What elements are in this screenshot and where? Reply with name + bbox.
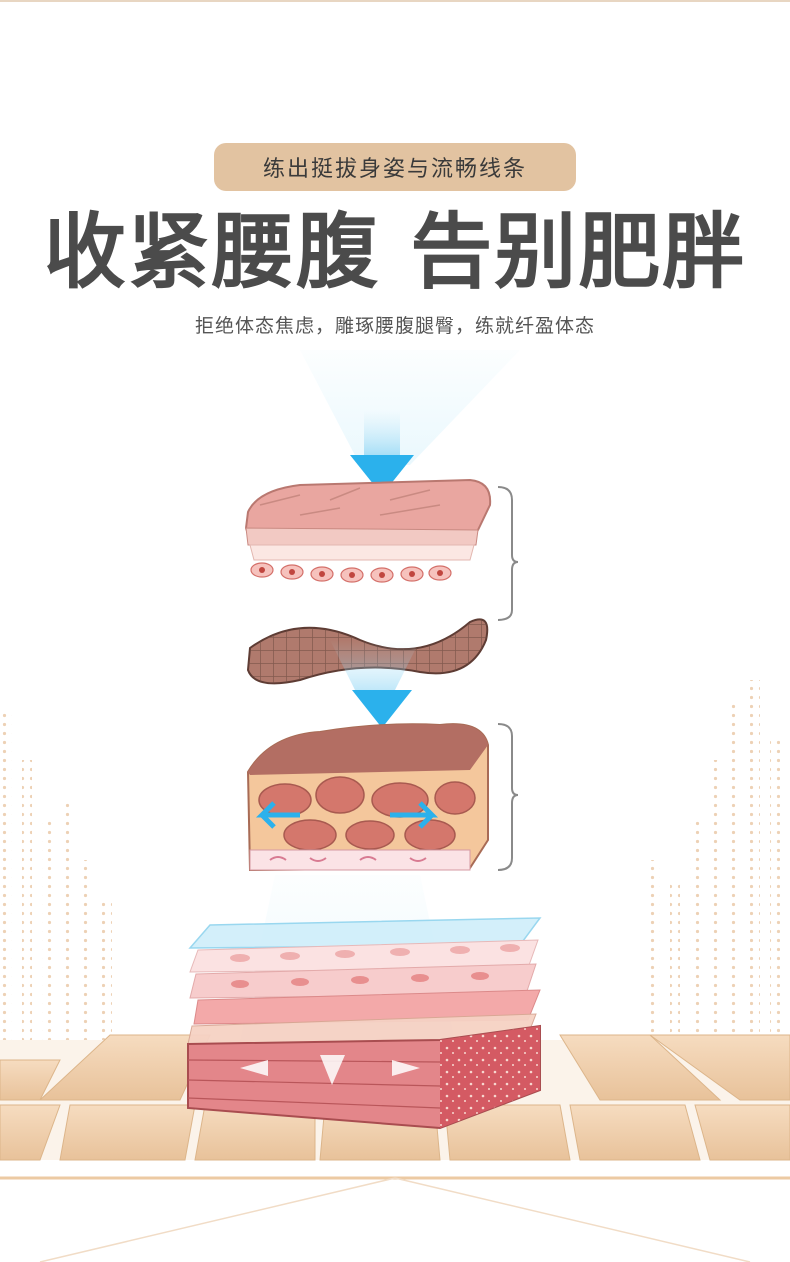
left-dot-bars <box>2 710 112 1130</box>
tissue-arrows-icon <box>240 1055 420 1085</box>
bracket-2 <box>497 723 519 871</box>
right-dot-bars <box>650 680 780 1120</box>
tissue-illustration <box>0 350 790 1262</box>
subtitle: 拒绝体态焦虑，雕琢腰腹腿臀，练就纤盈体态 <box>194 315 595 337</box>
tagline-badge: 练出挺拔身姿与流畅线条 <box>214 143 576 191</box>
fat-tissue-icon <box>246 723 489 872</box>
tagline-text: 练出挺拔身姿与流畅线条 <box>262 157 527 182</box>
skin-layer-icon <box>244 478 492 583</box>
down-arrow-icon <box>350 410 414 495</box>
down-arrow-icon-2 <box>352 690 412 728</box>
bracket-1 <box>497 486 519 621</box>
expand-arrows-icon <box>255 801 439 829</box>
headline: 收紧腰腹 告别肥胖 <box>43 205 747 300</box>
layered-tissue-icon <box>187 917 542 1130</box>
top-divider <box>0 0 790 2</box>
